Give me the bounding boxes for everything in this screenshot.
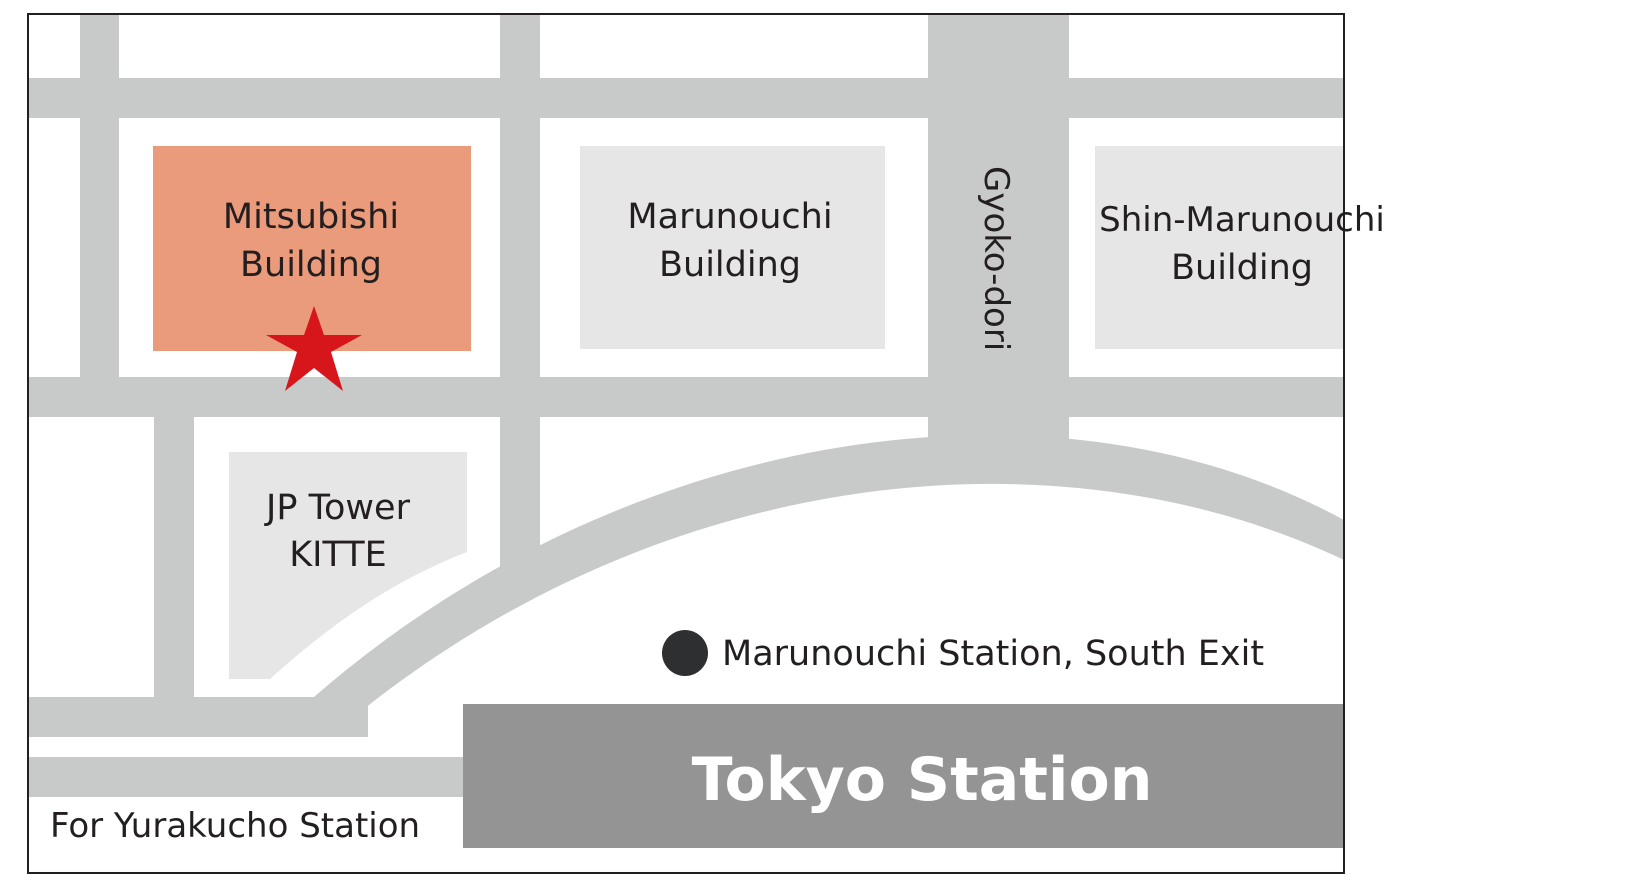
label-marunouchi-line1: Marunouchi bbox=[627, 197, 832, 237]
label-shin-marunouchi-line2: Building bbox=[1171, 248, 1313, 288]
label-yurakucho: For Yurakucho Station bbox=[50, 806, 420, 846]
road-middle-horizontal bbox=[28, 377, 1344, 417]
star-icon bbox=[266, 306, 362, 391]
label-south-exit: Marunouchi Station, South Exit bbox=[722, 634, 1264, 674]
label-shin-marunouchi-line1: Shin-Marunouchi bbox=[1099, 200, 1385, 240]
road-yurakucho bbox=[28, 757, 468, 797]
road-left-vertical bbox=[80, 14, 119, 380]
label-gyoko-dori: Gyoko-dori bbox=[976, 166, 1016, 351]
road-top-horizontal bbox=[28, 78, 1344, 118]
label-mitsubishi-line1: Mitsubishi bbox=[223, 197, 399, 237]
road-center-vertical bbox=[500, 14, 540, 574]
tokyo-station-block bbox=[463, 704, 1344, 848]
label-jp-tower-line1: JP Tower bbox=[264, 488, 411, 528]
building-marunouchi bbox=[580, 146, 885, 349]
map-border bbox=[27, 13, 1345, 874]
label-mitsubishi-line2: Building bbox=[240, 245, 382, 285]
building-jp-tower bbox=[229, 452, 467, 679]
building-shin-marunouchi bbox=[1095, 146, 1344, 349]
road-curve bbox=[314, 435, 1344, 737]
road-lower-left-vertical bbox=[154, 410, 194, 700]
road-gyoko-dori bbox=[928, 14, 1069, 452]
dot-icon bbox=[662, 630, 708, 676]
roads bbox=[28, 14, 1344, 797]
road-lower-horizontal bbox=[28, 697, 368, 737]
label-marunouchi-line2: Building bbox=[659, 245, 801, 285]
label-tokyo-station: Tokyo Station bbox=[692, 745, 1153, 815]
label-jp-tower-line2: KITTE bbox=[289, 535, 387, 575]
